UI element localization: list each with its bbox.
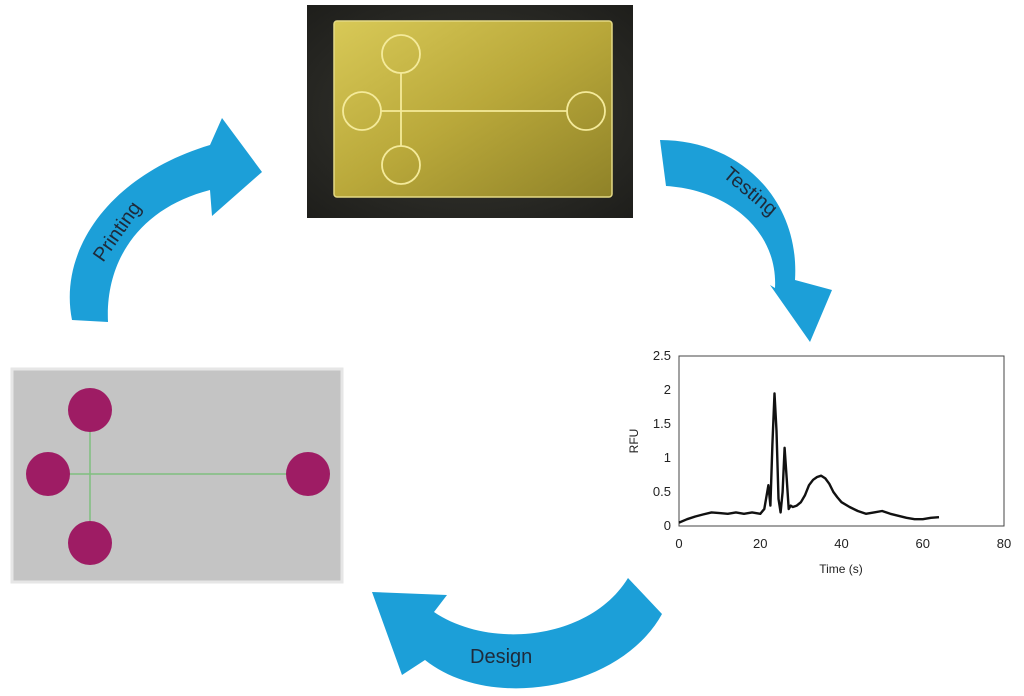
testing-arrow: Testing — [660, 140, 832, 342]
y-axis-title: RFU — [627, 429, 641, 454]
y-tick-label: 0 — [664, 518, 671, 533]
testing-arrow-shape — [660, 140, 832, 342]
rfu-series-line — [678, 392, 940, 524]
schematic-reservoir-left — [26, 452, 70, 496]
gold-chip — [333, 20, 613, 198]
y-tick-label: 1.5 — [653, 416, 671, 431]
y-tick-label: 2.5 — [653, 348, 671, 363]
printing-arrow-shape — [69, 118, 263, 322]
design-arrow-shape — [372, 578, 662, 689]
x-axis-title: Time (s) — [819, 562, 863, 576]
x-tick-label: 40 — [834, 536, 848, 551]
y-tick-label: 0.5 — [653, 484, 671, 499]
x-tick-label: 0 — [675, 536, 682, 551]
x-tick-label: 80 — [997, 536, 1011, 551]
chart-plot-frame — [678, 355, 1005, 527]
x-axis-ticks: 0 20 40 60 80 — [675, 536, 1011, 551]
electropherogram-chart: 0 0.5 1 1.5 2 2.5 0 20 40 60 80 RFU Time (s) — [627, 348, 1011, 576]
schematic-reservoir-right — [286, 452, 330, 496]
y-tick-label: 1 — [664, 450, 671, 465]
x-tick-label: 20 — [753, 536, 767, 551]
x-tick-label: 60 — [916, 536, 930, 551]
y-tick-label: 2 — [664, 382, 671, 397]
printed-device-photo — [307, 5, 633, 218]
design-arrow: Design — [372, 578, 662, 689]
design-schematic — [10, 367, 344, 584]
etched-channels — [342, 34, 606, 185]
printing-arrow: Printing — [69, 118, 263, 322]
schematic-reservoir-top — [68, 388, 112, 432]
y-axis-ticks: 0 0.5 1 1.5 2 2.5 — [653, 348, 671, 533]
schematic-reservoir-bottom — [68, 521, 112, 565]
design-label: Design — [470, 646, 532, 668]
